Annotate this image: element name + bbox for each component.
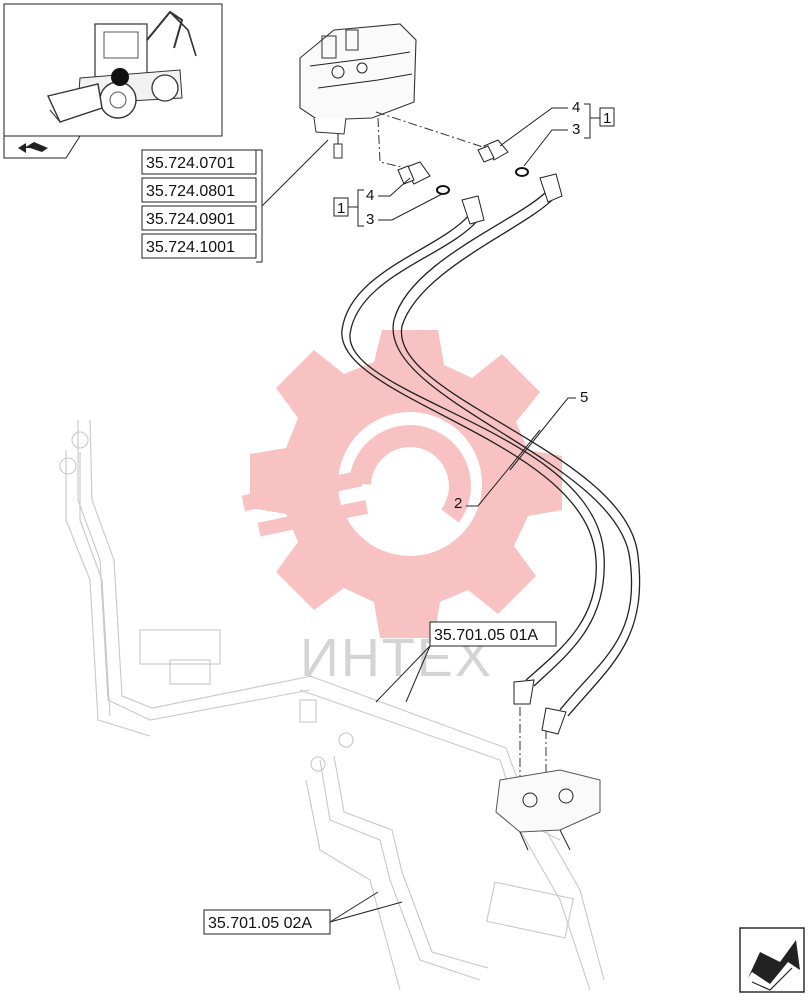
watermark-gear-icon (241, 330, 562, 638)
reference-upper-2[interactable]: 35.724.0801 (146, 183, 235, 200)
fitting-adapter-right (477, 139, 529, 177)
reference-upper-1[interactable]: 35.724.0701 (146, 155, 235, 172)
fitting-adapter-left (397, 161, 450, 195)
backhoe-loader-icon (47, 10, 197, 123)
o-ring-left (436, 185, 450, 195)
thumbnail-panel (3, 3, 223, 159)
callout-left-3[interactable]: 3 (366, 211, 374, 228)
callout-group-left: 1 4 3 (333, 177, 443, 228)
reference-upper-3[interactable]: 35.724.0901 (146, 211, 235, 228)
reference-upper-4[interactable]: 35.724.1001 (146, 239, 235, 256)
o-ring-right (515, 167, 529, 177)
direction-arrow-icon (18, 142, 48, 153)
control-valve-assembly (299, 23, 417, 159)
reference-middle: 35.701.05 01A (375, 621, 557, 703)
next-page-arrow-icon[interactable] (739, 927, 805, 993)
loader-valve-block (495, 769, 601, 851)
callout-hose-5: 5 (509, 389, 588, 471)
callout-5[interactable]: 5 (580, 389, 588, 406)
callout-left-box-1[interactable]: 1 (337, 200, 345, 217)
location-marker-icon (111, 68, 129, 86)
hydraulic-hose-outer (392, 173, 641, 735)
callout-left-4[interactable]: 4 (366, 187, 374, 204)
reference-lower-label[interactable]: 35.701.05 02A (208, 915, 312, 932)
callout-right-4[interactable]: 4 (572, 99, 580, 116)
callout-hose-2: 2 (454, 429, 541, 512)
reference-lower: 35.701.05 02A (203, 891, 403, 935)
callout-group-right: 4 3 1 (499, 99, 615, 167)
reference-middle-label[interactable]: 35.701.05 01A (434, 627, 538, 644)
callout-right-3[interactable]: 3 (572, 121, 580, 138)
reference-list-upper: 35.724.0701 35.724.0801 35.724.0901 35.7… (141, 139, 329, 263)
hydraulic-hose-inner (341, 195, 605, 705)
callout-2[interactable]: 2 (454, 495, 462, 512)
callout-right-box-1[interactable]: 1 (603, 110, 611, 127)
